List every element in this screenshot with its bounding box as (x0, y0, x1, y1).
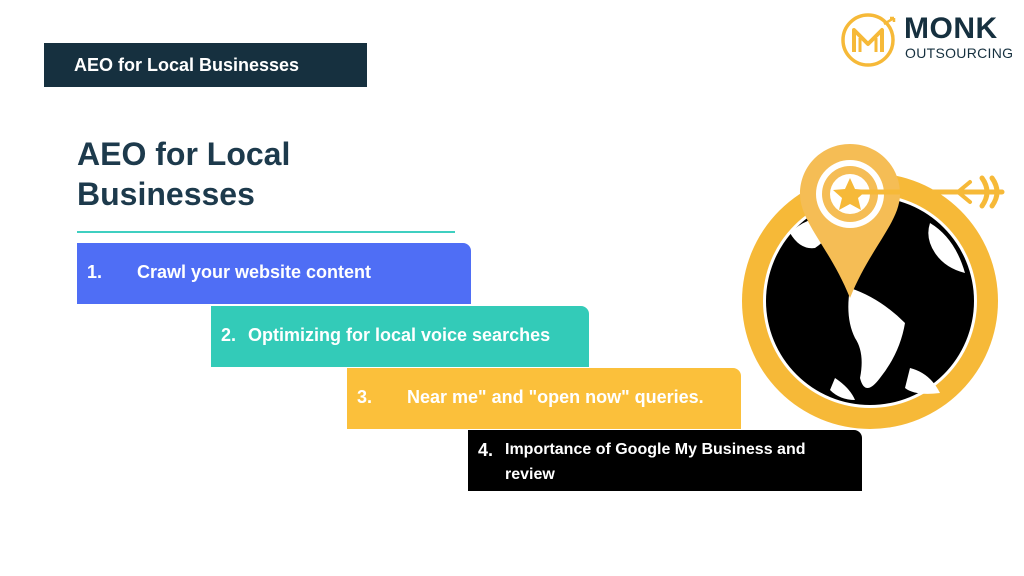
page-title-line1: AEO for Local (77, 136, 291, 172)
company-logo: MONK OUTSOURCING (840, 10, 1020, 70)
logo-subtitle: OUTSOURCING (905, 45, 1014, 61)
step-1-label: Crawl your website content (137, 262, 372, 282)
page-title: AEO for Local Businesses (77, 134, 377, 214)
step-2-number: 2. (221, 325, 237, 345)
step-2: 2. Optimizing for local voice searches (211, 306, 589, 367)
arrow-icon (855, 175, 1005, 209)
step-3: 3. Near me" and "open now" queries. (347, 368, 741, 429)
header-title: AEO for Local Businesses (74, 54, 300, 75)
globe-illustration (730, 138, 1020, 438)
page-title-line2: Businesses (77, 176, 255, 212)
step-3-number: 3. (357, 387, 373, 407)
step-4-number: 4. (478, 440, 494, 460)
step-1: 1. Crawl your website content (77, 243, 471, 304)
title-divider (77, 231, 455, 233)
step-3-label: Near me" and "open now" queries. (407, 387, 704, 407)
step-4: 4. Importance of Google My Business and … (468, 430, 862, 491)
monk-logo-icon (841, 13, 896, 67)
step-2-label: Optimizing for local voice searches (248, 325, 551, 345)
star-icon (833, 178, 867, 210)
header-bar: AEO for Local Businesses (44, 43, 367, 87)
logo-name: MONK (904, 12, 998, 45)
step-4-label: Importance of Google My Business and rev… (505, 441, 806, 483)
step-1-number: 1. (87, 262, 103, 282)
globe-icon (742, 173, 998, 429)
